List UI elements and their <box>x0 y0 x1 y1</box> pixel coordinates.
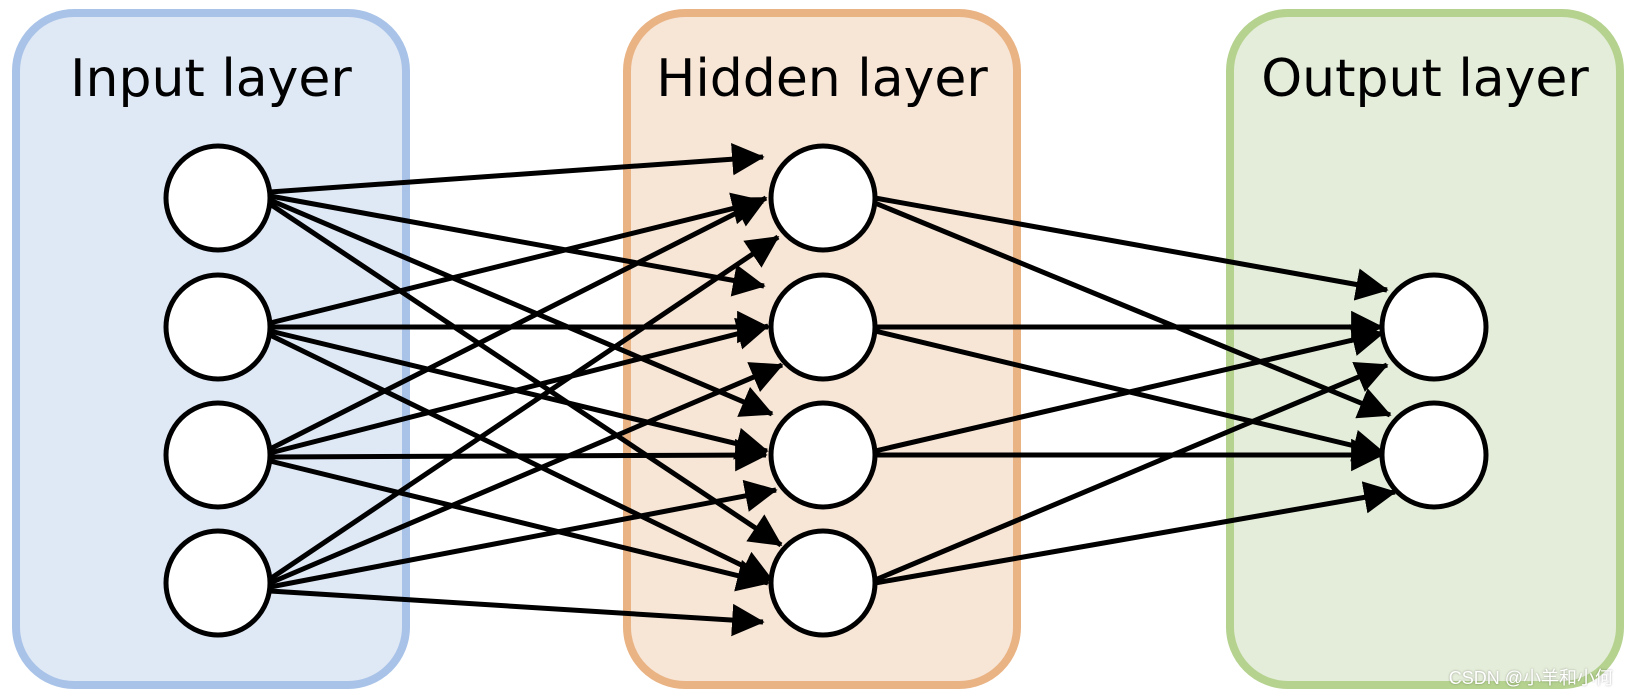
connection-i3-h1 <box>268 195 768 452</box>
hidden-neuron-3 <box>768 400 878 510</box>
connection-i4-h1 <box>268 234 780 582</box>
connection-i3-h2 <box>269 317 770 456</box>
connection-i3-h4 <box>269 458 770 592</box>
connection-i1-h2 <box>269 193 766 297</box>
connection-i4-h2 <box>269 362 784 586</box>
connection-i4-h4 <box>269 588 765 637</box>
input-neuron-3 <box>163 400 273 510</box>
connection-i1-h4 <box>268 201 783 548</box>
csdn-watermark: CSDN @小羊和小何 <box>1448 668 1613 688</box>
input-neuron-2 <box>163 272 273 382</box>
connection-h4-o1 <box>874 361 1389 583</box>
hidden-neuron-2 <box>768 272 878 382</box>
connection-h3-o1 <box>874 324 1385 454</box>
connection-i1-h1 <box>269 142 765 195</box>
input-neurons <box>163 143 273 638</box>
hidden-neurons <box>768 143 878 638</box>
input-neuron-1 <box>163 143 273 253</box>
connection-i1-h3 <box>269 197 774 417</box>
connection-i2-h1 <box>269 192 765 326</box>
output-neuron-2 <box>1379 400 1489 510</box>
connection-h4-o2 <box>874 481 1397 586</box>
connection-h1-o2 <box>874 200 1392 419</box>
output-neurons <box>1379 272 1489 510</box>
output-layer-title: Output layer <box>1261 49 1589 109</box>
hidden-to-output-connections <box>874 195 1397 586</box>
hidden-neuron-4 <box>768 528 878 638</box>
connection-i3-h3 <box>269 438 768 472</box>
connection-i4-h3 <box>269 479 778 590</box>
input-to-hidden-connections <box>268 142 784 637</box>
output-neuron-1 <box>1379 272 1489 382</box>
hidden-neuron-1 <box>768 143 878 253</box>
input-layer-title: Input layer <box>70 49 352 109</box>
connection-h1-o1 <box>874 195 1389 301</box>
hidden-layer-title: Hidden layer <box>656 49 988 109</box>
input-neuron-4 <box>163 528 273 638</box>
